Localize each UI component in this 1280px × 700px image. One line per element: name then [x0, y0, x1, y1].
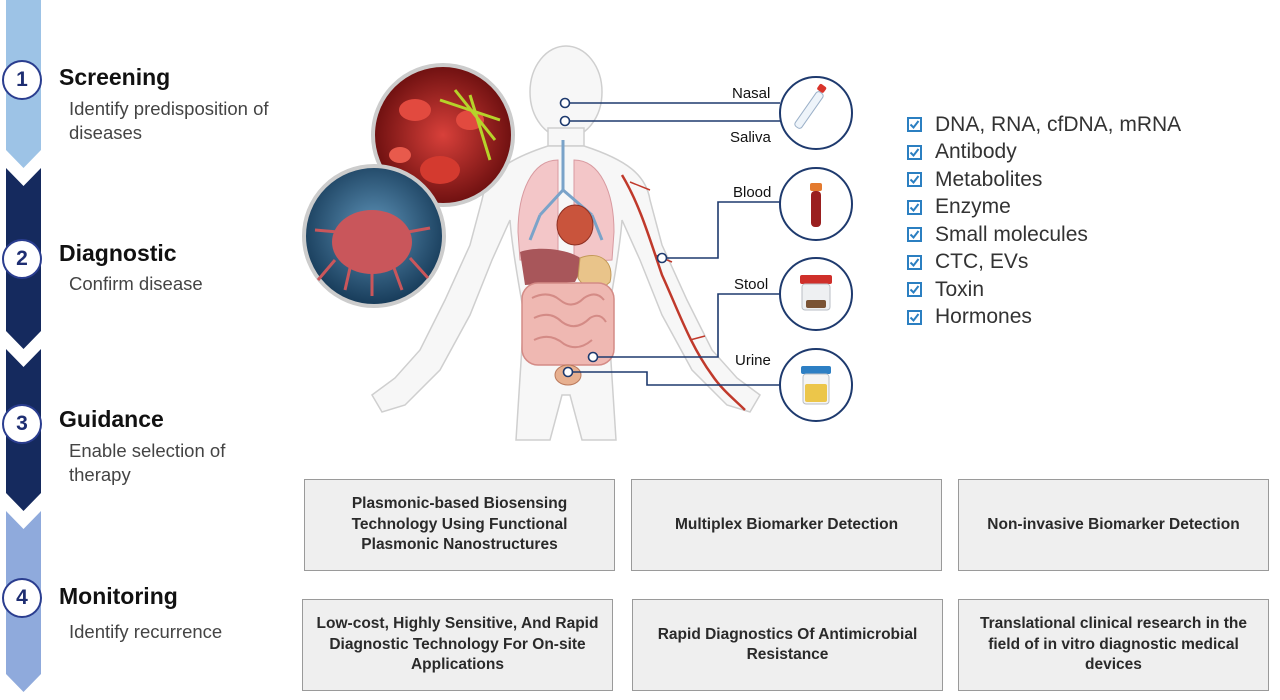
research-box-antimicrobial-resistance: Rapid Diagnostics Of Antimicrobial Resis… [632, 599, 943, 691]
stage-1-number: 1 [2, 60, 42, 100]
biomarker-item: Enzyme [907, 194, 1181, 222]
stage-4-description: Identify recurrence [69, 621, 223, 642]
research-box-non-invasive-detection: Non-invasive Biomarker Detection [958, 479, 1269, 571]
research-box-multiplex-detection: Multiplex Biomarker Detection [631, 479, 942, 571]
biomarker-item: Toxin [907, 276, 1181, 304]
biomarker-label: Metabolites [935, 167, 1043, 191]
checkbox-checked-icon [907, 117, 922, 133]
checkbox-checked-icon [907, 144, 922, 160]
stage-2-number: 2 [2, 239, 42, 279]
blood-cells-image [371, 63, 515, 207]
human-body-illustration [302, 45, 853, 441]
checkbox-checked-icon [907, 172, 922, 188]
biomarker-item: Small molecules [907, 221, 1181, 249]
stage-3-description: Enable selection of therapy [69, 440, 226, 485]
stool-container-icon [779, 257, 853, 331]
stage-1-description: Identify predisposition of diseases [69, 98, 269, 143]
liver [520, 248, 585, 285]
biomarker-label: Antibody [935, 140, 1017, 164]
biomarker-label: Hormones [935, 305, 1032, 329]
stage-4-title: Monitoring [59, 583, 178, 609]
biomarker-label: Toxin [935, 277, 985, 301]
checkbox-checked-icon [907, 199, 922, 215]
blood-tube-icon [779, 167, 853, 241]
biomarker-item: Metabolites [907, 166, 1181, 194]
research-box-low-cost-diagnostics: Low-cost, Highly Sensitive, And Rapid Di… [302, 599, 613, 691]
biomarker-label: DNA, RNA, cfDNA, mRNA [935, 112, 1182, 136]
checkbox-checked-icon [907, 309, 922, 325]
stage-3-number: 3 [2, 404, 42, 444]
biomarker-label: Small molecules [935, 222, 1088, 246]
stage-1-title: Screening [59, 64, 171, 90]
swab-tube-icon [779, 76, 853, 150]
stage-2-description: Confirm disease [69, 273, 203, 294]
biomarker-checklist: DNA, RNA, cfDNA, mRNA Antibody Metabolit… [907, 111, 1181, 331]
stage-4-number: 4 [2, 578, 42, 618]
stage-3-title: Guidance [59, 406, 164, 432]
sample-connection-lines [565, 102, 780, 386]
biomarker-item: Hormones [907, 304, 1181, 332]
blood-label: Blood [733, 184, 772, 201]
biomarker-label: CTC, EVs [935, 250, 1029, 274]
checkbox-checked-icon [907, 227, 922, 243]
urine-container-icon [779, 348, 853, 422]
biomarker-label: Enzyme [935, 195, 1011, 219]
research-box-plasmonic-biosensing: Plasmonic-based Biosensing Technology Us… [304, 479, 615, 571]
intestines [521, 282, 615, 366]
checkbox-checked-icon [907, 282, 922, 298]
checkbox-checked-icon [907, 254, 922, 270]
research-box-translational-research: Translational clinical research in the f… [958, 599, 1269, 691]
stage-2-title: Diagnostic [59, 240, 177, 266]
saliva-label: Saliva [730, 129, 771, 146]
biomarker-item: Antibody [907, 139, 1181, 167]
biomarker-item: DNA, RNA, cfDNA, mRNA [907, 111, 1181, 139]
sample-points [559, 97, 668, 378]
nasal-label: Nasal [732, 85, 771, 102]
urine-label: Urine [735, 352, 771, 369]
biomarker-item: CTC, EVs [907, 249, 1181, 277]
arm-blood-vessel [620, 174, 746, 411]
stool-label: Stool [734, 276, 769, 293]
heart [556, 204, 594, 246]
cancer-cell-image [302, 164, 446, 308]
